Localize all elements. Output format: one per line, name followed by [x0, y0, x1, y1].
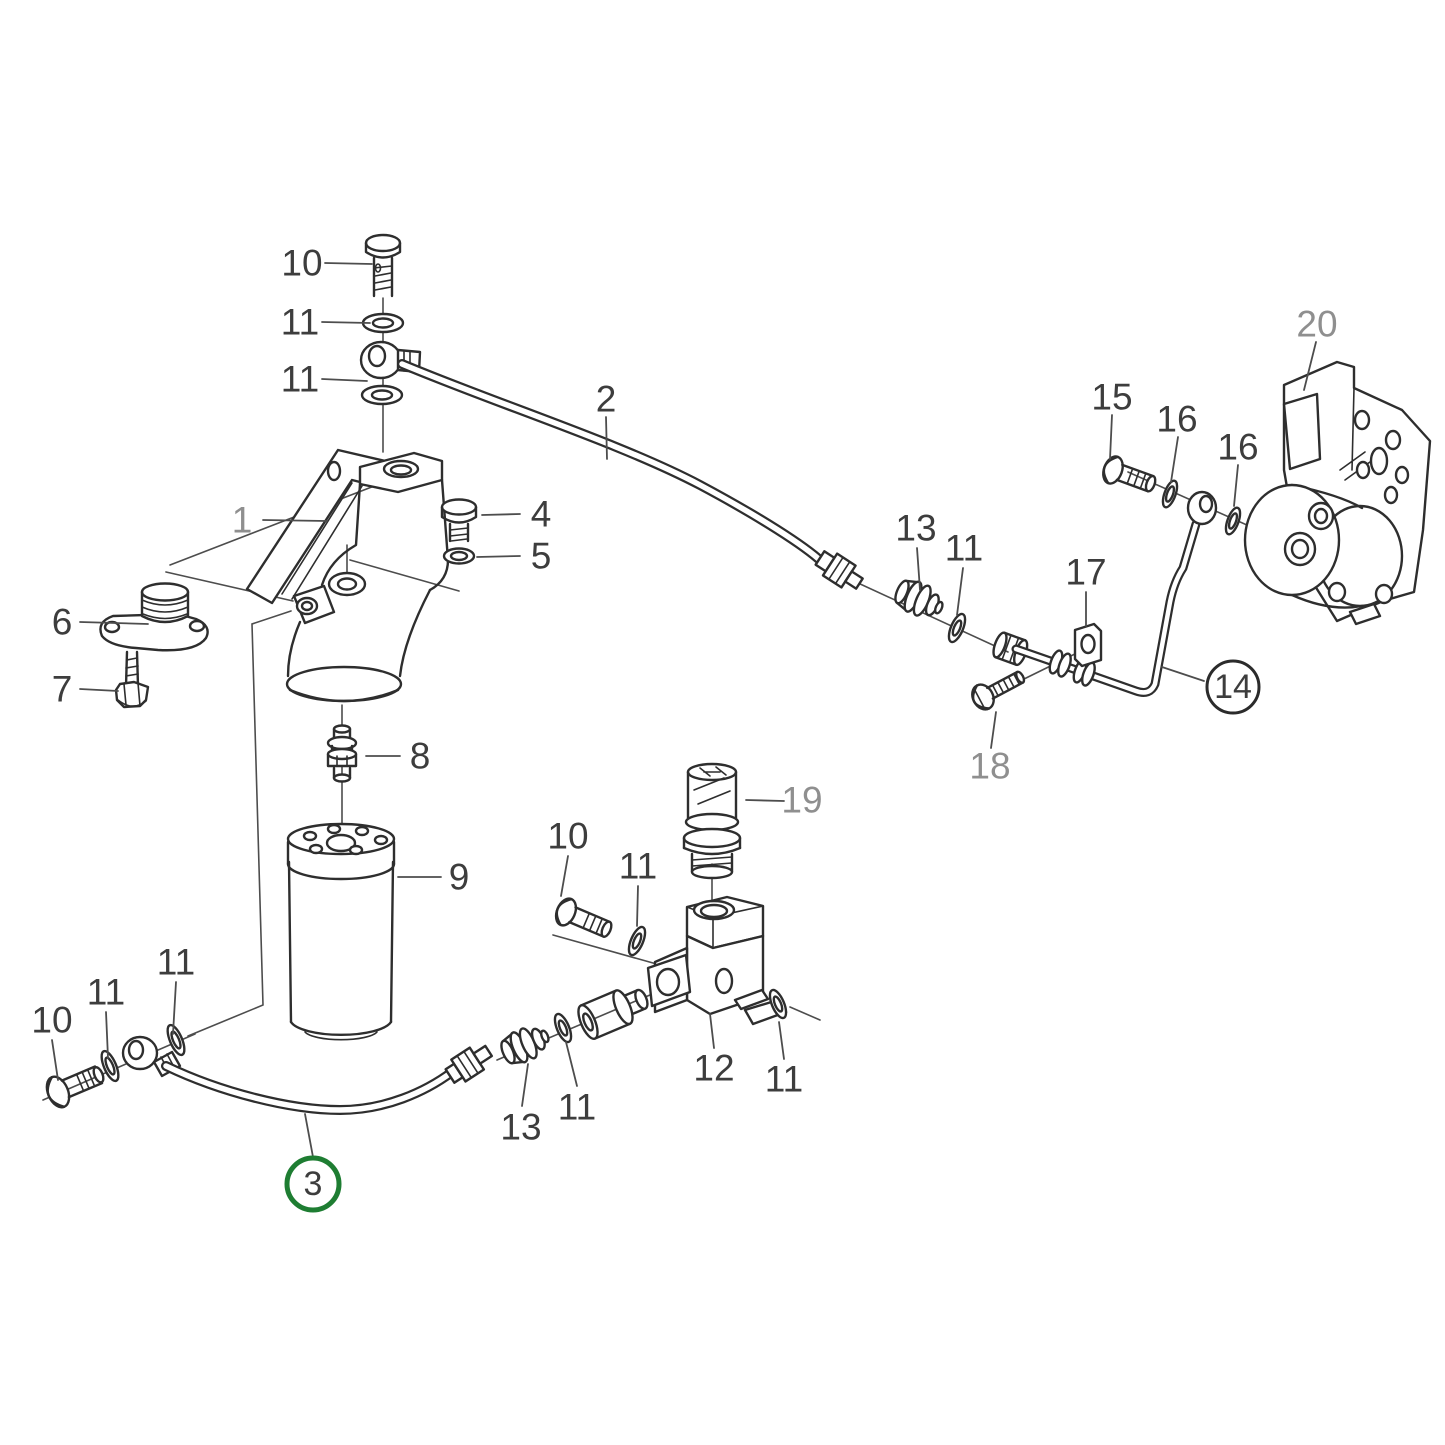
callout-10-23: 10: [31, 1000, 72, 1041]
callout-label-11: 11: [765, 1059, 803, 1100]
callout-16-13: 16: [1217, 427, 1258, 468]
leader-lines: [51, 262, 1317, 1158]
callout-label-19: 19: [781, 780, 822, 821]
part-banjo-bolt-bottom-drawing: [45, 1023, 186, 1109]
callout-13-15: 13: [895, 508, 936, 549]
callout-label-11: 11: [619, 846, 657, 887]
callout-11-27: 11: [558, 1087, 596, 1128]
callout-label-11: 11: [558, 1087, 596, 1128]
callout-label-10: 10: [547, 816, 588, 857]
callout-5-6: 5: [531, 536, 552, 577]
callout-10-0: 10: [281, 243, 322, 284]
callout-label-11: 11: [281, 359, 319, 400]
callout-label-11: 11: [945, 528, 983, 569]
part-filter-9-drawing: [286, 822, 396, 1041]
callout-11-25: 11: [157, 942, 195, 983]
callout-label-11: 11: [87, 972, 125, 1013]
callout-9-10: 9: [449, 857, 470, 898]
callout-11-2: 11: [281, 359, 319, 400]
callout-label-12: 12: [693, 1048, 734, 1089]
part-nipple-8-drawing: [326, 724, 358, 783]
callout-label-4: 4: [531, 494, 552, 535]
callout-label-9: 9: [449, 857, 470, 898]
callout-12-28: 12: [693, 1048, 734, 1089]
callout-label-2: 2: [596, 379, 617, 420]
part-hose-3-drawing: [161, 1044, 494, 1116]
callout-8-9: 8: [410, 736, 431, 777]
part-bottom-chain-drawing: [500, 895, 788, 1065]
part-cover-and-bolt-drawing: [99, 582, 209, 709]
callout-label-11: 11: [157, 942, 195, 983]
callout-1-4: 1: [232, 500, 253, 541]
callout-18-19: 18: [969, 746, 1010, 787]
callout-4-5: 4: [531, 494, 552, 535]
part-bolt-15-washers-16-drawing: [1102, 455, 1242, 536]
callout-11-29: 11: [765, 1059, 803, 1100]
callout-6-7: 6: [52, 602, 73, 643]
callout-label-1: 1: [232, 500, 253, 541]
callout-10-21: 10: [547, 816, 588, 857]
callout-label-16: 16: [1217, 427, 1258, 468]
callout-label-8: 8: [410, 736, 431, 777]
callout-17-17: 17: [1065, 552, 1106, 593]
callout-label-15: 15: [1091, 377, 1132, 418]
callout-label-10: 10: [281, 243, 322, 284]
callout-11-1: 11: [281, 302, 319, 343]
callout-11-22: 11: [619, 846, 657, 887]
callout-circle-3: [284, 1155, 342, 1213]
part-pump-20-drawing: [1243, 360, 1432, 626]
callout-label-11: 11: [281, 302, 319, 343]
part-pipe-14-drawing: [971, 490, 1218, 711]
callout-label-3: 3: [304, 1165, 323, 1203]
callout-19-20: 19: [781, 780, 822, 821]
callout-label-16: 16: [1156, 399, 1197, 440]
callout-circle-14: [1205, 659, 1261, 715]
callout-7-8: 7: [52, 669, 73, 710]
callout-15-11: 15: [1091, 377, 1132, 418]
callout-label-20: 20: [1296, 304, 1337, 345]
callout-label-7: 7: [52, 669, 73, 710]
part-filter-head-drawing: [245, 448, 450, 703]
part-sensor-19-drawing: [682, 762, 742, 880]
part-bolt-washer-middle-drawing: [554, 897, 647, 957]
callout-label-13: 13: [895, 508, 936, 549]
callout-16-12: 16: [1156, 399, 1197, 440]
callout-2-3: 2: [596, 379, 617, 420]
callout-label-13: 13: [500, 1107, 541, 1148]
callout-3-30: 3: [284, 1155, 342, 1213]
callout-20-14: 20: [1296, 304, 1337, 345]
part-banjo-bolt-top-drawing: [359, 233, 422, 406]
callout-11-16: 11: [945, 528, 983, 569]
part-plug-and-washer-drawing: [440, 498, 478, 565]
callout-14-18: 14: [1205, 659, 1261, 715]
part-right-chain-drawing: [894, 579, 1029, 667]
callout-label-10: 10: [31, 1000, 72, 1041]
part-hose-2-drawing: [397, 359, 864, 590]
callout-label-5: 5: [531, 536, 552, 577]
callout-label-18: 18: [969, 746, 1010, 787]
callout-label-6: 6: [52, 602, 73, 643]
callout-label-17: 17: [1065, 552, 1106, 593]
callout-label-14: 14: [1214, 668, 1252, 706]
callout-11-24: 11: [87, 972, 125, 1013]
callout-13-26: 13: [500, 1107, 541, 1148]
